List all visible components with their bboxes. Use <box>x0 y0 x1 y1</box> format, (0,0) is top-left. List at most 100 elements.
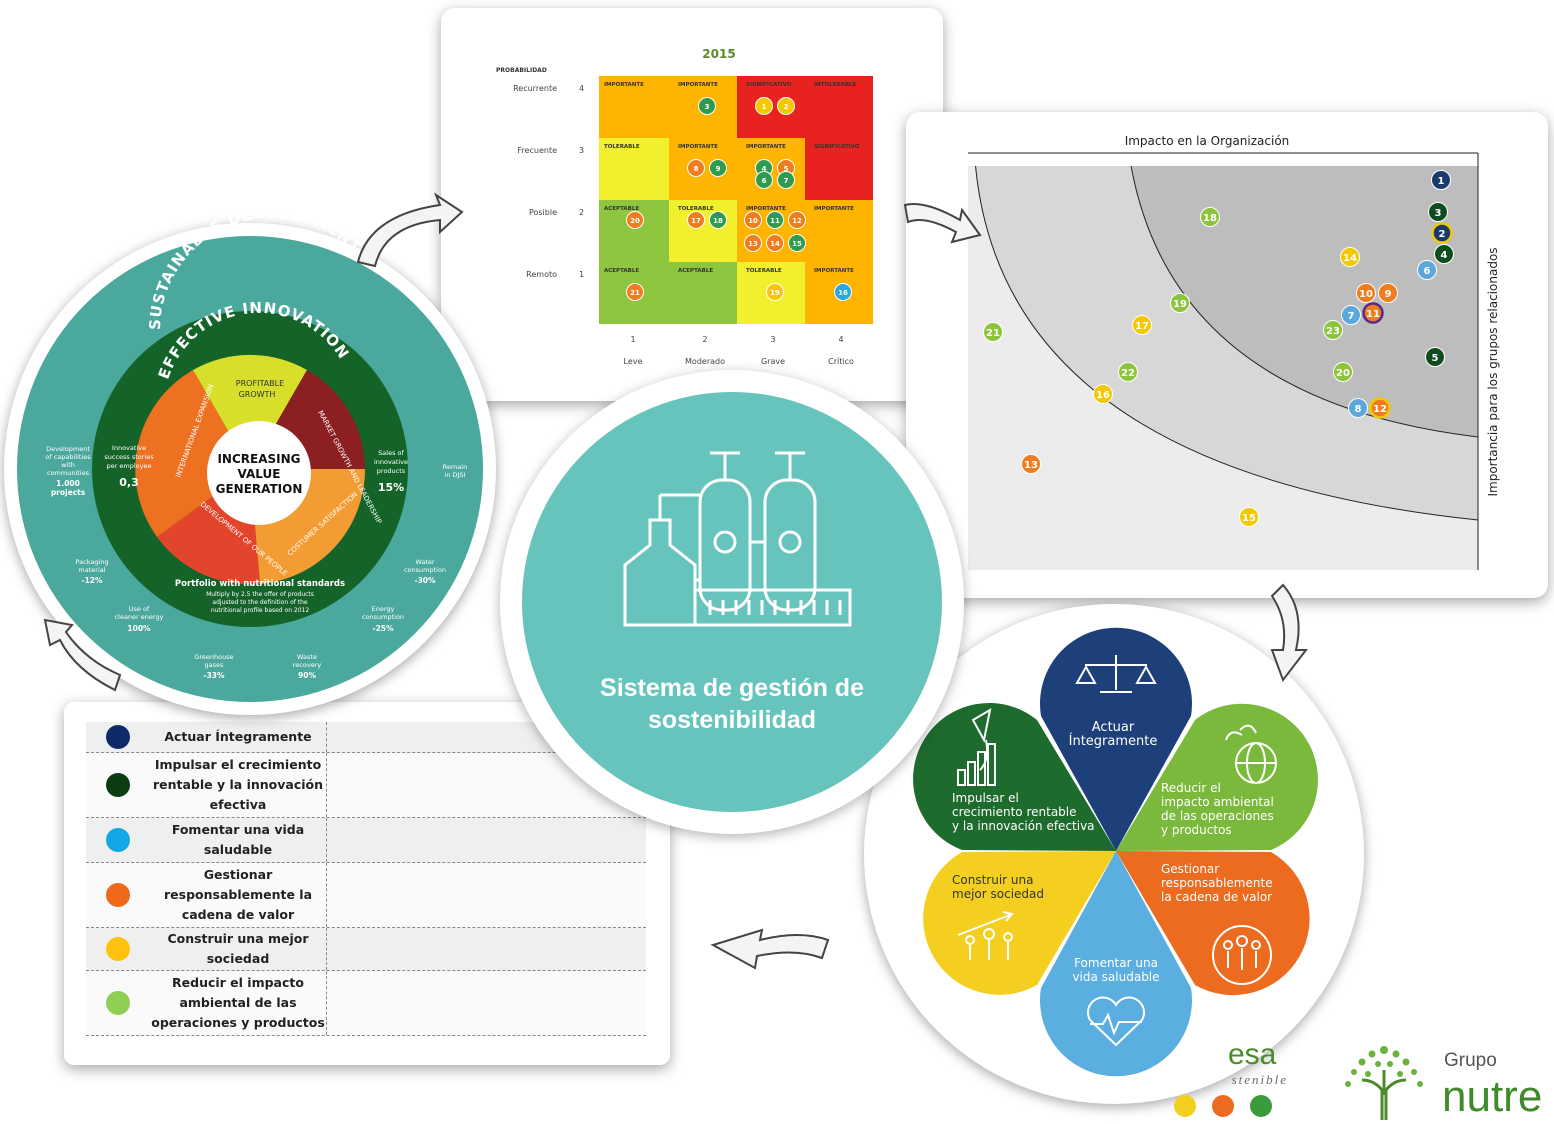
innovation-wheel: SUSTAINABLE DEVELOPMENT EFFECTIVE INNOVA… <box>17 203 483 702</box>
djsi-2: in DJSI <box>445 471 466 479</box>
value-chain-people-icon <box>1212 925 1272 985</box>
materiality-point <box>1340 247 1360 267</box>
pillar-label: Actuar Íntegramente <box>150 722 327 752</box>
core-line-3: GENERATION <box>216 482 303 496</box>
materiality-point <box>1369 397 1391 419</box>
risk-marker <box>788 234 806 252</box>
materiality-zone-high <box>1130 166 1478 438</box>
materiality-point-label: 18 <box>1203 213 1217 224</box>
risk-marker-label: 4 <box>762 165 767 173</box>
portfolio-line-3: nutritional profile based on 2012 <box>211 607 310 614</box>
risk-cell-label: ACEPTABLE <box>604 206 639 212</box>
risk-marker <box>766 234 784 252</box>
risk-marker <box>755 171 773 189</box>
materiality-point <box>1021 454 1041 474</box>
materiality-point <box>1431 170 1451 190</box>
center-title-line-1: Sistema de gestión de <box>600 674 864 702</box>
risk-marker-label: 20 <box>630 217 640 225</box>
center-title-line-2: sostenibilidad <box>647 706 817 734</box>
petal-actuar-text-1: Actuar <box>1092 720 1135 735</box>
pillar-label-line: Impulsar el crecimiento <box>154 757 322 772</box>
pillar-label-line: operaciones y productos <box>151 1015 325 1030</box>
pillar-label-line: Construir una mejor <box>167 931 309 946</box>
pillar-label-line: cadena de valor <box>181 907 295 922</box>
materiality-point-label: 15 <box>1242 513 1256 524</box>
materiality-point <box>1362 302 1384 324</box>
pillar-color-dot <box>86 722 150 752</box>
water-1: Water <box>415 558 435 566</box>
pillar-label-line: Actuar Íntegramente <box>164 729 312 744</box>
risk-cell-label: TOLERABLE <box>746 268 782 274</box>
petal-reducir-text-4: y productos <box>1161 823 1232 837</box>
materiality-point <box>1341 305 1361 325</box>
risk-cell <box>669 200 739 262</box>
pillar-label-line: efectiva <box>209 797 267 812</box>
risk-cell-label: TOLERABLE <box>604 144 640 150</box>
center-title: Sistema de gestión de sostenibilidad <box>560 672 904 736</box>
materiality-point <box>983 322 1003 342</box>
dev-1: Development <box>46 445 90 453</box>
materiality-point <box>1431 222 1453 244</box>
nutresa-text: nutre <box>1442 1072 1543 1121</box>
risk-cell <box>599 76 669 138</box>
risk-marker <box>766 283 784 301</box>
materiality-point <box>1417 260 1437 280</box>
petal-gestionar-text-3: la cadena de valor <box>1161 890 1272 904</box>
risk-marker-label: 13 <box>748 240 758 248</box>
petal-reducir-text-1: Reducir el <box>1161 781 1221 795</box>
risk-marker-label: 21 <box>630 289 640 297</box>
sostenible-yellow-icon <box>1174 1095 1196 1117</box>
risk-marker <box>687 211 705 229</box>
risk-cell-label: SIGNIFICATIVO <box>814 144 860 150</box>
materiality-point <box>1200 207 1220 227</box>
dev-value-2: projects <box>51 488 86 497</box>
materiality-point <box>1428 202 1448 222</box>
risk-col-num: 3 <box>770 335 775 344</box>
risk-cell <box>805 76 873 138</box>
pillar-color-dot <box>86 971 150 1035</box>
risk-cell-label: IMPORTANTE <box>814 268 854 274</box>
materiality-point <box>1239 507 1259 527</box>
sales-label-1: Sales of <box>378 449 404 457</box>
innov-label-3: per employee <box>107 462 152 470</box>
petal-reducir-text-3: de las operaciones <box>1161 809 1274 823</box>
petal-fomentar-text-2: vida saludable <box>1072 970 1159 984</box>
materiality-point-label: 22 <box>1121 368 1135 379</box>
risk-cell <box>599 200 669 262</box>
petal-actuar-text-2: Íntegramente <box>1069 733 1158 749</box>
petal-fomentar-text-1: Fomentar una <box>1074 956 1158 970</box>
sales-label-3: products <box>377 467 406 475</box>
materiality-point-label: 23 <box>1326 326 1340 337</box>
risk-marker-label: 7 <box>784 177 789 185</box>
materiality-point-label: 21 <box>986 328 1000 339</box>
materiality-title: Impacto en la Organización <box>1125 134 1290 148</box>
materiality-point-label: 11 <box>1366 309 1380 320</box>
materiality-point-label: 10 <box>1359 289 1373 300</box>
clean-1: Use of <box>129 605 150 613</box>
pillar-dot <box>106 773 130 797</box>
risk-marker <box>755 97 773 115</box>
risk-marker-label: 9 <box>716 165 721 173</box>
materiality-point-label: 2 <box>1439 229 1446 240</box>
dev-4: communities <box>47 469 90 477</box>
clean-2: cleaner energy <box>115 613 164 621</box>
portfolio-line-1: Multiply by 2.5 the offer of products <box>206 591 314 598</box>
risk-row-label: Posible <box>529 208 557 217</box>
innov-value: 0,3 <box>119 476 139 489</box>
grupo-text: Grupo <box>1444 1050 1497 1071</box>
risk-cell-label: TOLERABLE <box>678 206 714 212</box>
pillar-dot <box>106 725 130 749</box>
core-line-2: VALUE <box>238 467 281 481</box>
wheel-core <box>207 421 311 525</box>
risk-marker-label: 12 <box>792 217 802 225</box>
risk-cell-label: IMPORTANTE <box>814 206 854 212</box>
risk-col-label: Crítico <box>828 357 854 366</box>
pillar-dot <box>106 883 130 907</box>
dev-value: 1.000 <box>56 479 80 488</box>
petal-gestionar-text-2: responsablemente <box>1161 876 1273 890</box>
pack-2: material <box>78 566 105 574</box>
